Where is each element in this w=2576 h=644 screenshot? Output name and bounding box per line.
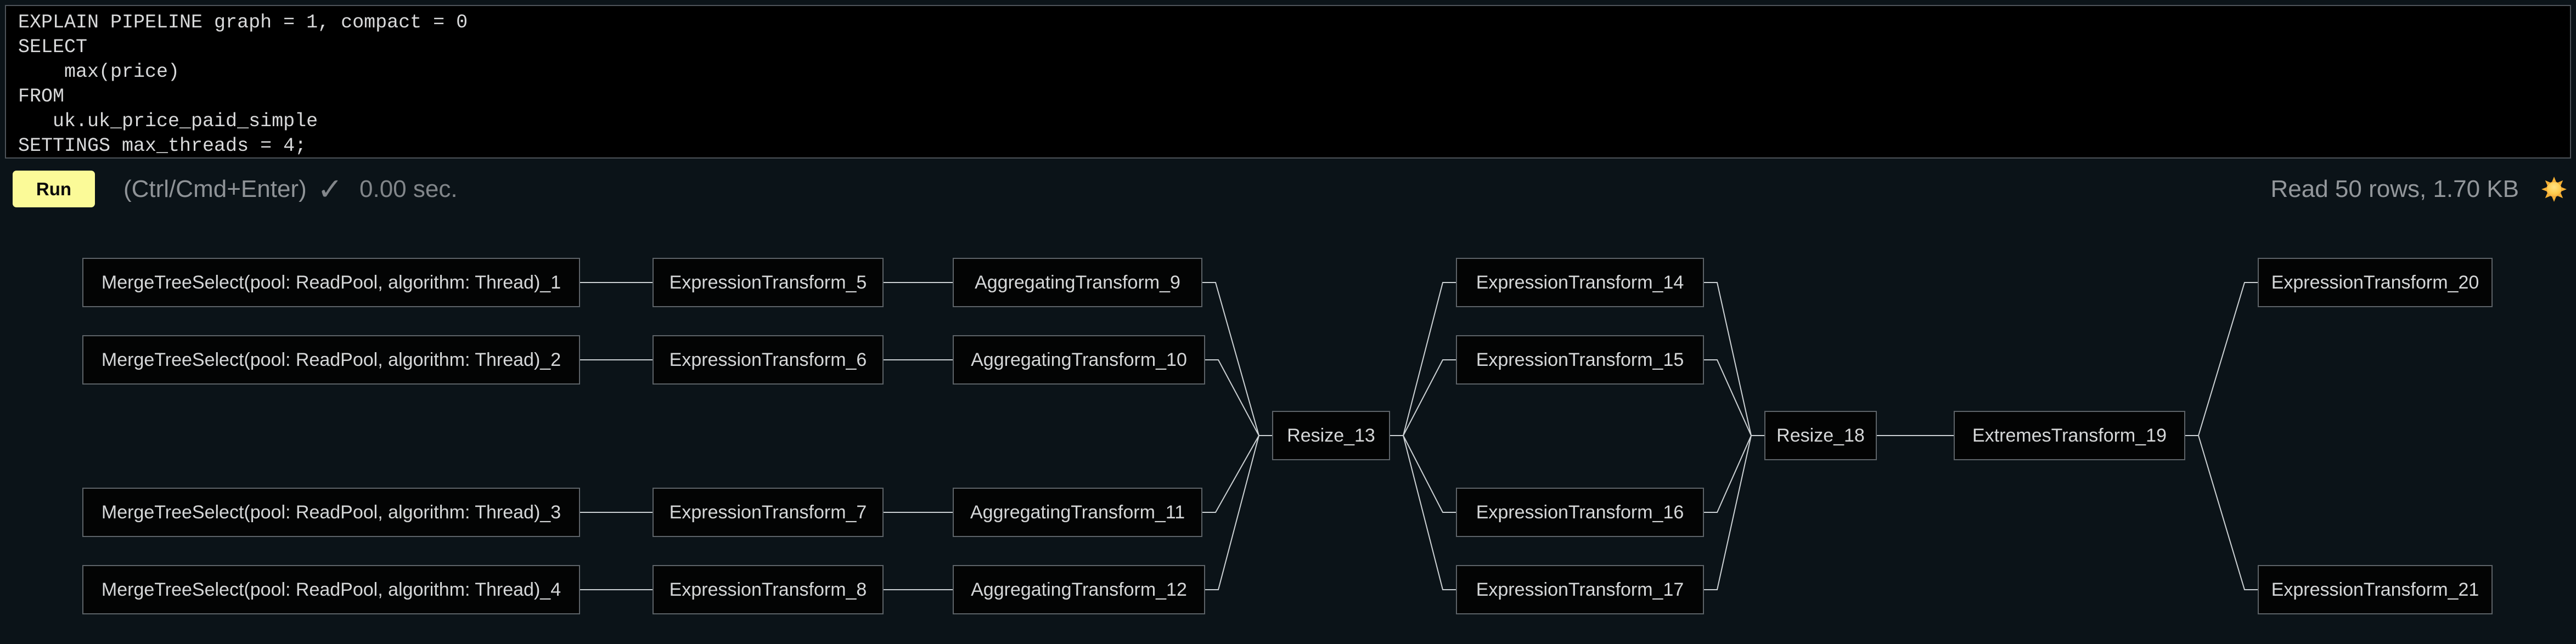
pipeline-node-et7: ExpressionTransform_7 bbox=[653, 488, 884, 537]
pipeline-node-at12: AggregatingTransform_12 bbox=[953, 565, 1205, 614]
sun-ray bbox=[2545, 180, 2551, 186]
graph-edge bbox=[1202, 435, 1272, 513]
theme-toggle-button[interactable] bbox=[2541, 176, 2567, 202]
sun-ray bbox=[2557, 193, 2563, 199]
sun-ray bbox=[2561, 187, 2567, 191]
pipeline-node-et21: ExpressionTransform_21 bbox=[2258, 565, 2493, 614]
pipeline-node-et14: ExpressionTransform_14 bbox=[1456, 258, 1704, 307]
query-editor[interactable]: EXPLAIN PIPELINE graph = 1, compact = 0 … bbox=[5, 5, 2571, 159]
sun-ray bbox=[2545, 193, 2551, 199]
graph-edge bbox=[1704, 359, 1764, 436]
pipeline-node-at10: AggregatingTransform_10 bbox=[953, 335, 1205, 385]
pipeline-node-et20: ExpressionTransform_20 bbox=[2258, 258, 2493, 307]
graph-edge bbox=[1390, 435, 1456, 590]
pipeline-node-mts2: MergeTreeSelect(pool: ReadPool, algorith… bbox=[82, 335, 580, 385]
sun-ray bbox=[2552, 177, 2556, 182]
graph-edge bbox=[1704, 435, 1764, 590]
shortcut-hint: (Ctrl/Cmd+Enter) bbox=[123, 175, 307, 202]
pipeline-node-et5: ExpressionTransform_5 bbox=[653, 258, 884, 307]
graph-edge bbox=[1704, 282, 1764, 436]
success-check-icon: ✓ bbox=[317, 171, 343, 206]
graph-edge bbox=[1704, 435, 1764, 513]
graph-edge bbox=[1390, 435, 1456, 513]
graph-edge bbox=[1202, 282, 1272, 436]
pipeline-node-at11: AggregatingTransform_11 bbox=[953, 488, 1202, 537]
graph-edge bbox=[2185, 435, 2258, 590]
pipeline-node-ex19: ExtremesTransform_19 bbox=[1954, 411, 2185, 460]
graph-edge bbox=[1205, 435, 1272, 590]
sun-icon bbox=[2541, 177, 2567, 202]
pipeline-node-et16: ExpressionTransform_16 bbox=[1456, 488, 1704, 537]
sun-ray bbox=[2541, 187, 2547, 191]
graph-edge bbox=[1390, 282, 1456, 436]
graph-edge bbox=[1205, 359, 1272, 436]
pipeline-node-r18: Resize_18 bbox=[1764, 411, 1877, 460]
pipeline-node-mts3: MergeTreeSelect(pool: ReadPool, algorith… bbox=[82, 488, 580, 537]
read-stats: Read 50 rows, 1.70 KB bbox=[2270, 175, 2519, 202]
graph-edge bbox=[2185, 282, 2258, 436]
pipeline-node-mts4: MergeTreeSelect(pool: ReadPool, algorith… bbox=[82, 565, 580, 614]
pipeline-node-mts1: MergeTreeSelect(pool: ReadPool, algorith… bbox=[82, 258, 580, 307]
pipeline-node-et8: ExpressionTransform_8 bbox=[653, 565, 884, 614]
sun-ray bbox=[2552, 196, 2556, 202]
pipeline-node-et15: ExpressionTransform_15 bbox=[1456, 335, 1704, 385]
pipeline-node-r13: Resize_13 bbox=[1272, 411, 1390, 460]
graph-edge bbox=[1390, 359, 1456, 436]
pipeline-node-et6: ExpressionTransform_6 bbox=[653, 335, 884, 385]
pipeline-node-at9: AggregatingTransform_9 bbox=[953, 258, 1202, 307]
pipeline-node-et17: ExpressionTransform_17 bbox=[1456, 565, 1704, 614]
run-button[interactable]: Run bbox=[13, 171, 95, 207]
sun-ray bbox=[2557, 180, 2563, 186]
elapsed-time: 0.00 sec. bbox=[359, 175, 458, 202]
